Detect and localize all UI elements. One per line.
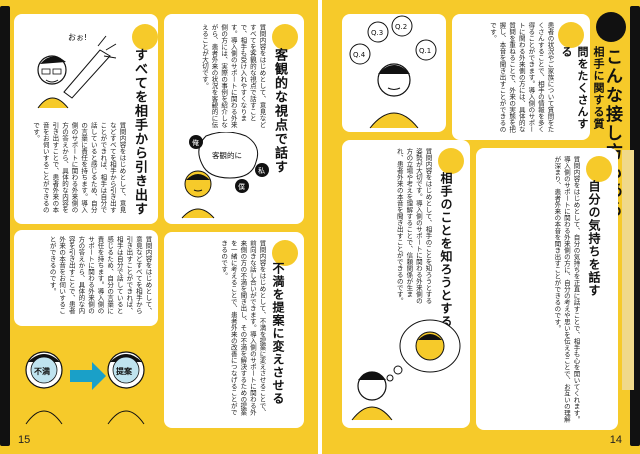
section-body-respect-2: 質問内容をはじめとして、意見などすべてを相手から引き出すことができれば、相手は自… <box>48 236 152 314</box>
section-title-questions: 相手に関する質問をたくさんする <box>560 46 605 130</box>
panel-know: 相手のことを知ろうとする 質問内容をはじめとして、相手のことを知ろうとする姿勢が… <box>342 140 470 428</box>
questions-continued <box>452 90 590 140</box>
section-dot <box>272 240 298 266</box>
right-page: こんな接し方もある Q.3 Q.2 Q.1 Q.4 相手に関する質問をたく <box>322 0 640 454</box>
qa-bubble-q1: Q.1 <box>419 47 431 55</box>
left-page-edge <box>0 6 10 446</box>
left-page: すべてを相手から引き出す おぉ! 質問内容をはじめとして、意見などすべてを相手か… <box>0 0 318 454</box>
section-title-objective: 客観的な視点で話す <box>272 48 287 174</box>
panel-respect: すべてを相手から引き出す おぉ! 質問内容をはじめとして、意見などすべてを相手か… <box>14 14 158 224</box>
section-title-respect: すべてを相手から引き出す <box>132 48 147 216</box>
panel-respect-continued: 質問内容をはじめとして、意見などすべてを相手から引き出すことができれば、相手は自… <box>14 230 158 326</box>
side-band <box>622 150 634 390</box>
section-body-complaint: 質問内容をはじめとして、不満を提案に変えさせることで、前向きな話し合いができます… <box>219 240 266 416</box>
thinker-word-watashi: 私 <box>258 166 265 175</box>
page-number-right: 14 <box>609 434 622 446</box>
main-title-dot <box>596 12 626 42</box>
objective-thinker-illustration: 客観的に 俺 私 僕 <box>181 132 269 219</box>
questions-illustration: Q.3 Q.2 Q.1 Q.4 <box>349 15 437 129</box>
panel-complaint: 不満を提案に変えさせる 質問内容をはじめとして、不満を提案に変えさせることで、前… <box>164 232 304 428</box>
section-title-know: 相手のことを知ろうとする <box>439 172 453 328</box>
panel-qa-illustration: Q.3 Q.2 Q.1 Q.4 <box>342 14 446 132</box>
svg-text:おぉ!: おぉ! <box>68 33 87 42</box>
thinker-word-boku: 僕 <box>238 182 245 191</box>
qa-bubble-q3: Q.3 <box>371 29 383 37</box>
qa-bubble-q4: Q.4 <box>353 51 366 59</box>
change-to-label: 提案 <box>116 366 133 376</box>
section-body-respect: 質問内容をはじめとして、意見などすべてを相手から引き出すことができれば、相手は自… <box>31 122 126 213</box>
section-title-complaint: 不満を提案に変えさせる <box>271 262 285 405</box>
section-body-know: 質問内容をはじめとして、相手のことを知ろうとする姿勢が大切です。導入側のサポート… <box>395 148 432 304</box>
thinker-word-objective: 客観的に <box>212 150 242 160</box>
change-illustration: 不満 提案 <box>25 351 145 425</box>
section-dot <box>132 24 158 50</box>
know-illustration <box>351 319 461 421</box>
section-body-questions: 患者の状況やご家族について質問をたくさんすることで、相手の情報を多く得ることがで… <box>488 22 554 133</box>
panel-feelings: 自分の気持ちを話す 質問内容をはじめとして、自分の気持ちを正直に話すことで、相手… <box>476 148 618 430</box>
section-body-feelings: 質問内容をはじめとして、自分の気持ちを正直に話すことで、相手も心を開いてくれます… <box>552 156 580 423</box>
section-dot <box>438 148 464 174</box>
right-page-edge <box>630 6 640 446</box>
section-title-feelings: 自分の気持ちを話す <box>587 180 601 297</box>
qa-bubble-q2: Q.2 <box>395 23 407 31</box>
section-dot <box>558 22 584 48</box>
panel-questions: 相手に関する質問をたくさんする 患者の状況やご家族について質問をたくさんすること… <box>452 14 605 140</box>
change-from-label: 不満 <box>34 366 50 376</box>
page-number-left: 15 <box>18 434 31 446</box>
section-dot <box>272 24 298 50</box>
panel-objective: 客観的な視点で話す 質問内容をはじめとして、意見などすべてを客観的な視点で話すこ… <box>164 14 304 224</box>
section-dot <box>586 156 612 182</box>
section-body-objective: 質問内容をはじめとして、意見などすべてを客観的な視点で話すことで、相手も受け入れ… <box>200 24 266 128</box>
complaint-to-proposal-illustration: 不満 提案 <box>14 334 158 430</box>
cheering-person-illustration: おぉ! <box>37 33 117 109</box>
gutter <box>318 0 322 454</box>
thinker-word-ore: 俺 <box>192 138 199 147</box>
